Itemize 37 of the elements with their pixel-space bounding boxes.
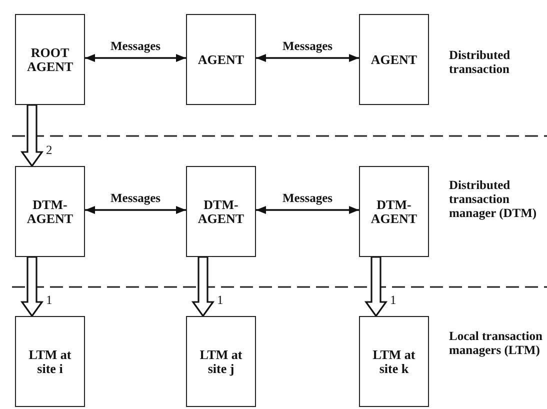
edge-label: Messages xyxy=(110,40,160,53)
double-arrow xyxy=(85,54,186,62)
process-box xyxy=(359,316,429,407)
edge-label: Messages xyxy=(282,40,332,53)
box-label: AGENT xyxy=(198,52,244,66)
process-box xyxy=(359,166,429,257)
box-label: ROOT AGENT xyxy=(27,46,73,74)
edge-label: 2 xyxy=(46,144,52,157)
block-arrow xyxy=(20,104,44,168)
edge-label: 1 xyxy=(46,294,52,307)
layer-label: Distributed transaction manager (DTM) xyxy=(449,178,538,220)
process-box xyxy=(186,14,256,105)
double-arrow xyxy=(85,206,186,214)
box-label: DTM- AGENT xyxy=(370,198,418,226)
edge-label: Messages xyxy=(282,192,332,205)
process-box xyxy=(15,166,85,257)
box-label: AGENT xyxy=(370,52,418,66)
layer-label: Distributed transaction xyxy=(449,48,512,76)
edge-label: 1 xyxy=(390,294,396,307)
process-box xyxy=(15,14,85,105)
double-arrow xyxy=(256,54,359,62)
process-box xyxy=(186,316,256,407)
block-arrow xyxy=(364,256,388,318)
process-box xyxy=(359,14,429,105)
box-label: LTM at site k xyxy=(372,348,416,376)
edge-label: Messages xyxy=(110,192,160,205)
process-box xyxy=(15,316,85,407)
box-label: LTM at site j xyxy=(198,348,244,376)
edge-label: 1 xyxy=(217,294,224,307)
box-label: DTM- AGENT xyxy=(196,198,246,226)
layer-label: Local transaction managers (LTM) xyxy=(449,329,544,357)
double-arrow xyxy=(256,206,359,214)
box-label: DTM- AGENT xyxy=(26,198,74,226)
block-arrow xyxy=(20,256,44,318)
box-label: LTM at site i xyxy=(28,348,72,376)
process-box xyxy=(186,166,256,257)
block-arrow xyxy=(191,256,215,318)
